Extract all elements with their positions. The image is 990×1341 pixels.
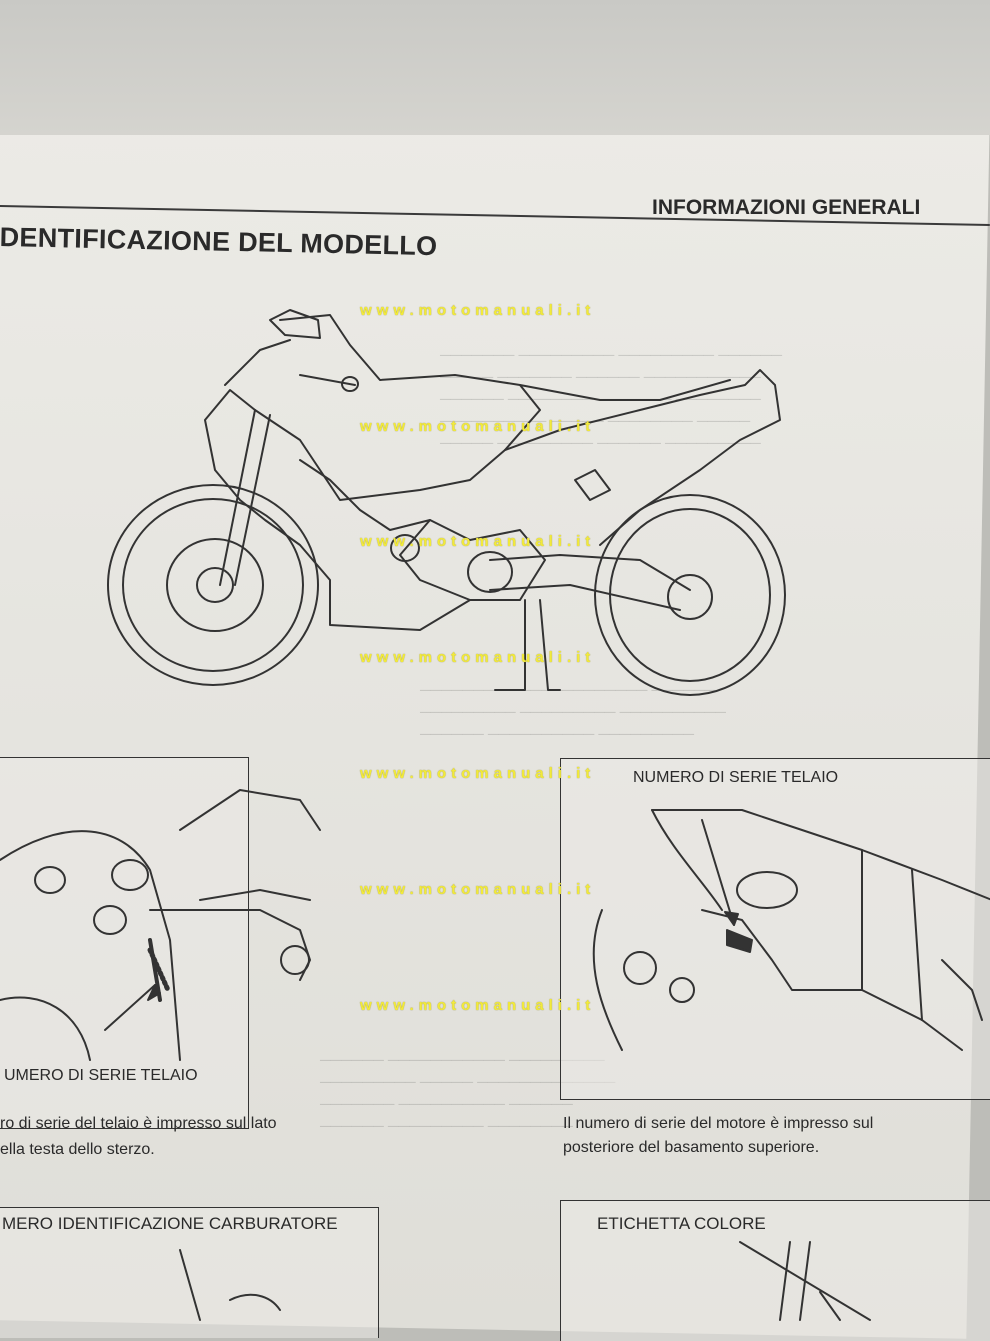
carburetor-illustration: [179, 1249, 281, 1321]
right-panel-description-1: Il numero di serie del motore è impresso…: [563, 1115, 874, 1132]
watermark-text: www.motomanuali.it: [360, 997, 596, 1014]
carburetor-number-panel: [0, 1207, 379, 1338]
steering-head-illustration: [0, 789, 321, 1061]
watermark-text: www.motomanuali.it: [360, 533, 596, 550]
chapter-title: INFORMAZIONI GENERALI: [652, 196, 921, 219]
color-label-panel-label: ETICHETTA COLORE: [597, 1214, 766, 1233]
right-panel-description-2: posteriore del basamento superiore.: [563, 1139, 820, 1156]
color-label-panel: [560, 1200, 990, 1341]
watermark-text: www.motomanuali.it: [360, 302, 596, 319]
watermark-text: www.motomanuali.it: [360, 765, 596, 782]
carburetor-panel-label: MERO IDENTIFICAZIONE CARBURATORE: [2, 1214, 338, 1233]
left-panel-label: UMERO DI SERIE TELAIO: [4, 1067, 198, 1084]
watermark-text: www.motomanuali.it: [360, 418, 596, 435]
color-label-illustration: [739, 1241, 871, 1321]
watermark-text: www.motomanuali.it: [360, 881, 596, 898]
watermark-text: www.motomanuali.it: [360, 649, 596, 666]
left-panel-description-2: ella testa dello sterzo.: [0, 1141, 155, 1158]
right-engine-number-panel: [560, 758, 990, 1100]
engine-case-illustration: [592, 809, 990, 1051]
underlying-sheet: [0, 0, 990, 135]
left-panel-description-1: ro di serie del telaio è impresso sul la…: [0, 1115, 277, 1132]
right-panel-label: NUMERO DI SERIE TELAIO: [633, 769, 839, 786]
left-frame-number-panel: [0, 757, 249, 1129]
